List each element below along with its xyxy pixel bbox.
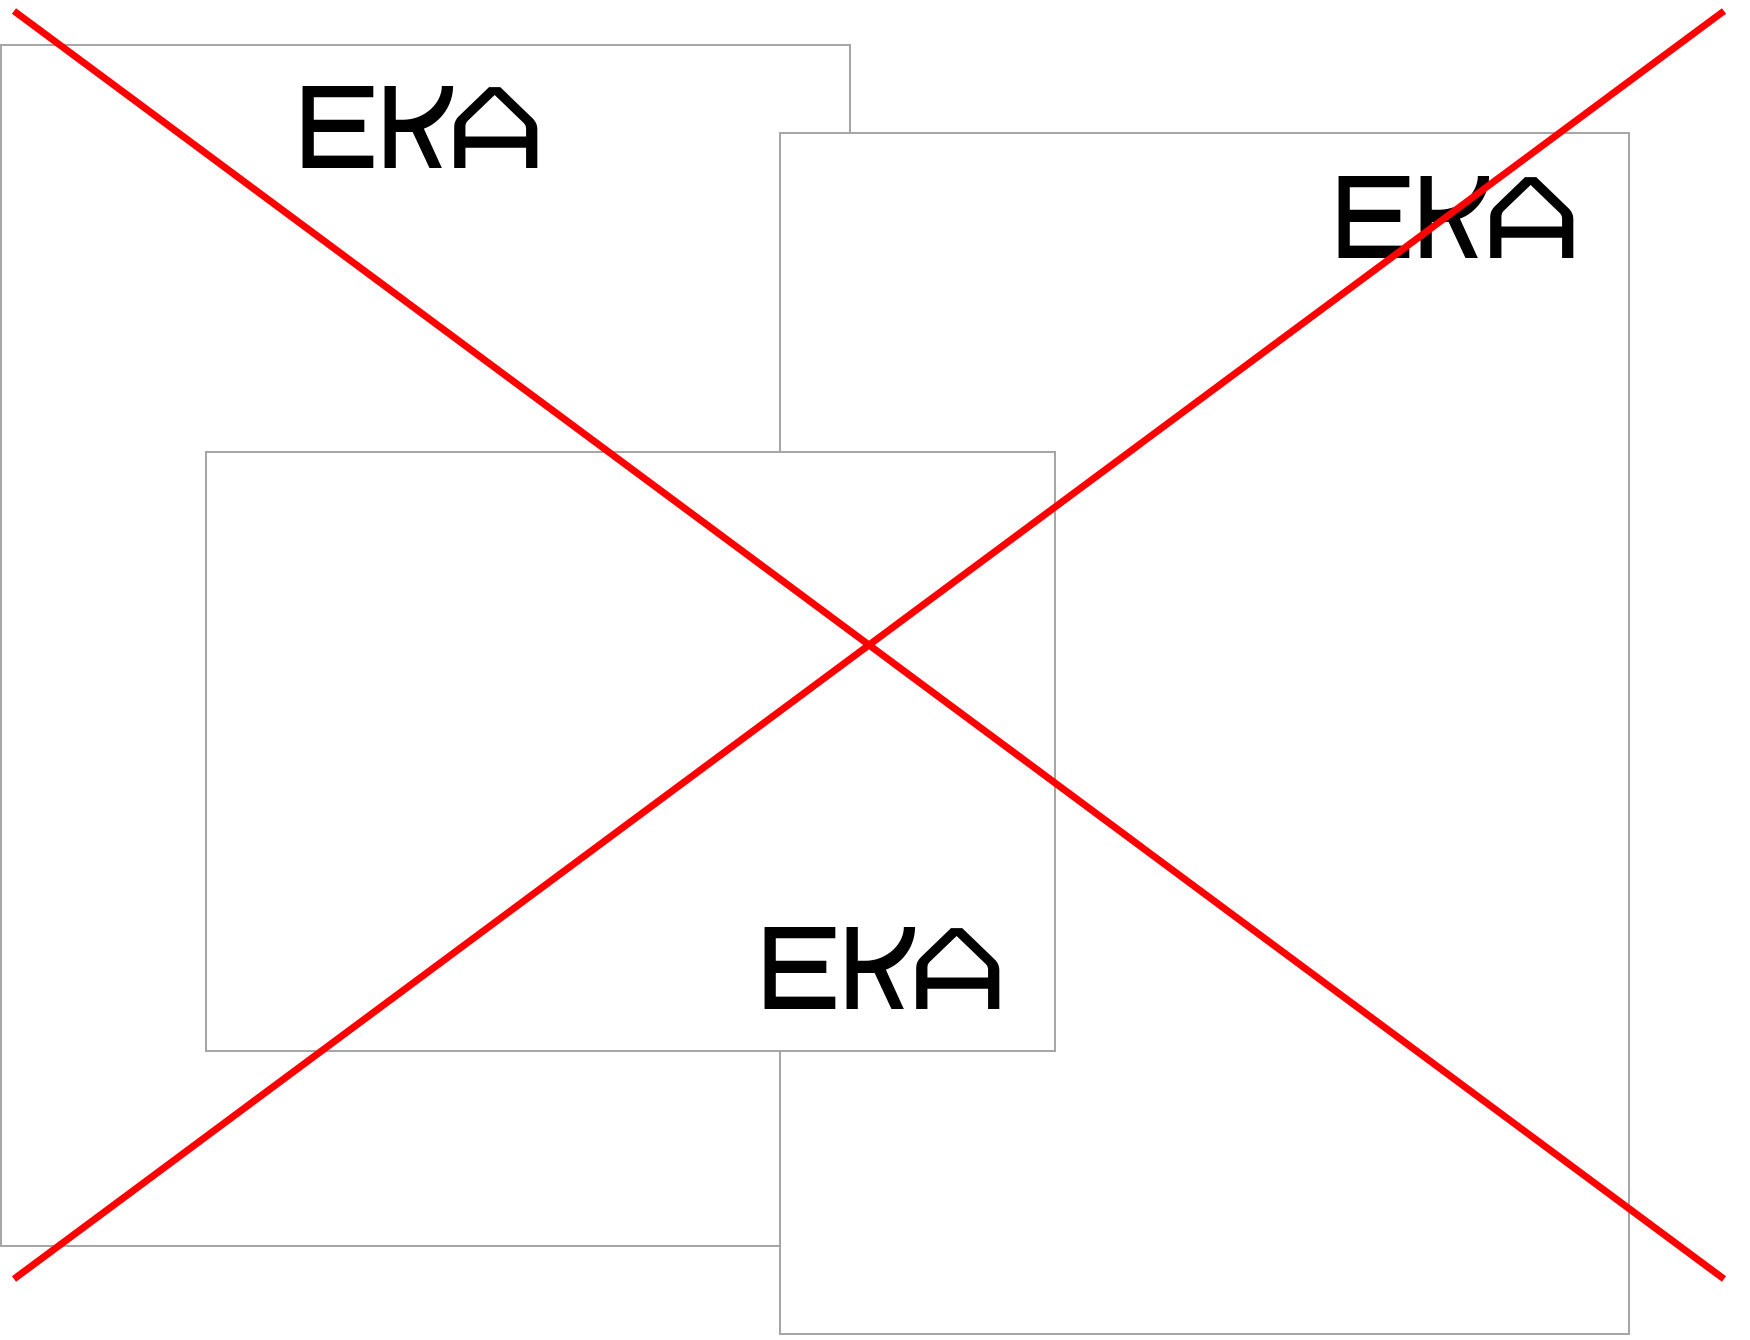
cross-line-2 <box>11 8 1727 1282</box>
artboard-3: EKA <box>205 451 1056 1052</box>
